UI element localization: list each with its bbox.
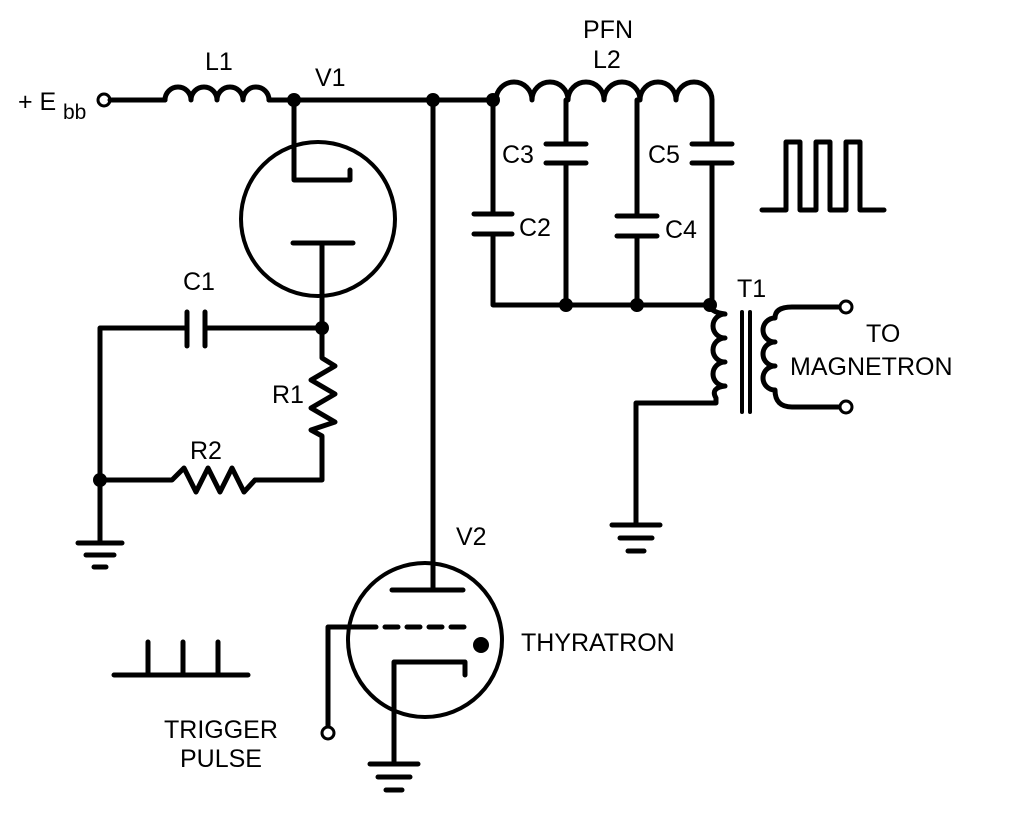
v1-plate <box>291 97 353 183</box>
label-magnetron: MAGNETRON <box>790 353 953 381</box>
ground-left-icon <box>75 540 125 570</box>
label-trigger: TRIGGER <box>164 716 278 744</box>
tube-v2 <box>325 561 504 765</box>
label-t1: T1 <box>737 275 766 303</box>
trigger-pulse-wave-icon <box>111 639 251 678</box>
magnetron-terminals <box>838 299 854 415</box>
label-ebb-subscript: bb <box>63 101 86 124</box>
pfn-square-wave-icon <box>759 139 887 213</box>
resistor-r1 <box>252 325 338 483</box>
v2-gas-dot-icon <box>473 637 489 653</box>
inductor-l1 <box>162 84 272 103</box>
tube-v1 <box>239 97 397 331</box>
label-pulse: PULSE <box>180 745 262 773</box>
resistor-r2 <box>97 465 258 495</box>
transformer-t1 <box>633 302 845 528</box>
inductor-l2 <box>493 79 715 103</box>
label-to: TO <box>866 320 900 348</box>
wire-c1-left <box>97 325 190 483</box>
label-c4: C4 <box>665 216 697 244</box>
label-v2: V2 <box>456 523 487 551</box>
label-l2: L2 <box>593 46 621 74</box>
label-c2: C2 <box>519 214 551 242</box>
label-c3: C3 <box>502 141 534 169</box>
label-r1: R1 <box>272 381 304 409</box>
label-ebb: + E <box>18 88 56 116</box>
junction-dots <box>93 93 717 487</box>
v2-grid-lead <box>325 624 368 730</box>
ground-t1-icon <box>609 522 663 554</box>
label-l1: L1 <box>205 48 233 76</box>
v2-cathode <box>391 659 468 765</box>
label-v1: V1 <box>315 64 346 92</box>
label-c1: C1 <box>183 268 215 296</box>
wire-pfn-bottom-rail <box>490 233 713 308</box>
label-pfn: PFN <box>583 16 633 44</box>
label-thyratron: THYRATRON <box>521 629 675 657</box>
label-c5: C5 <box>648 141 680 169</box>
label-r2: R2 <box>190 437 222 465</box>
ground-v2-icon <box>367 761 421 793</box>
trigger-terminal <box>320 725 336 741</box>
